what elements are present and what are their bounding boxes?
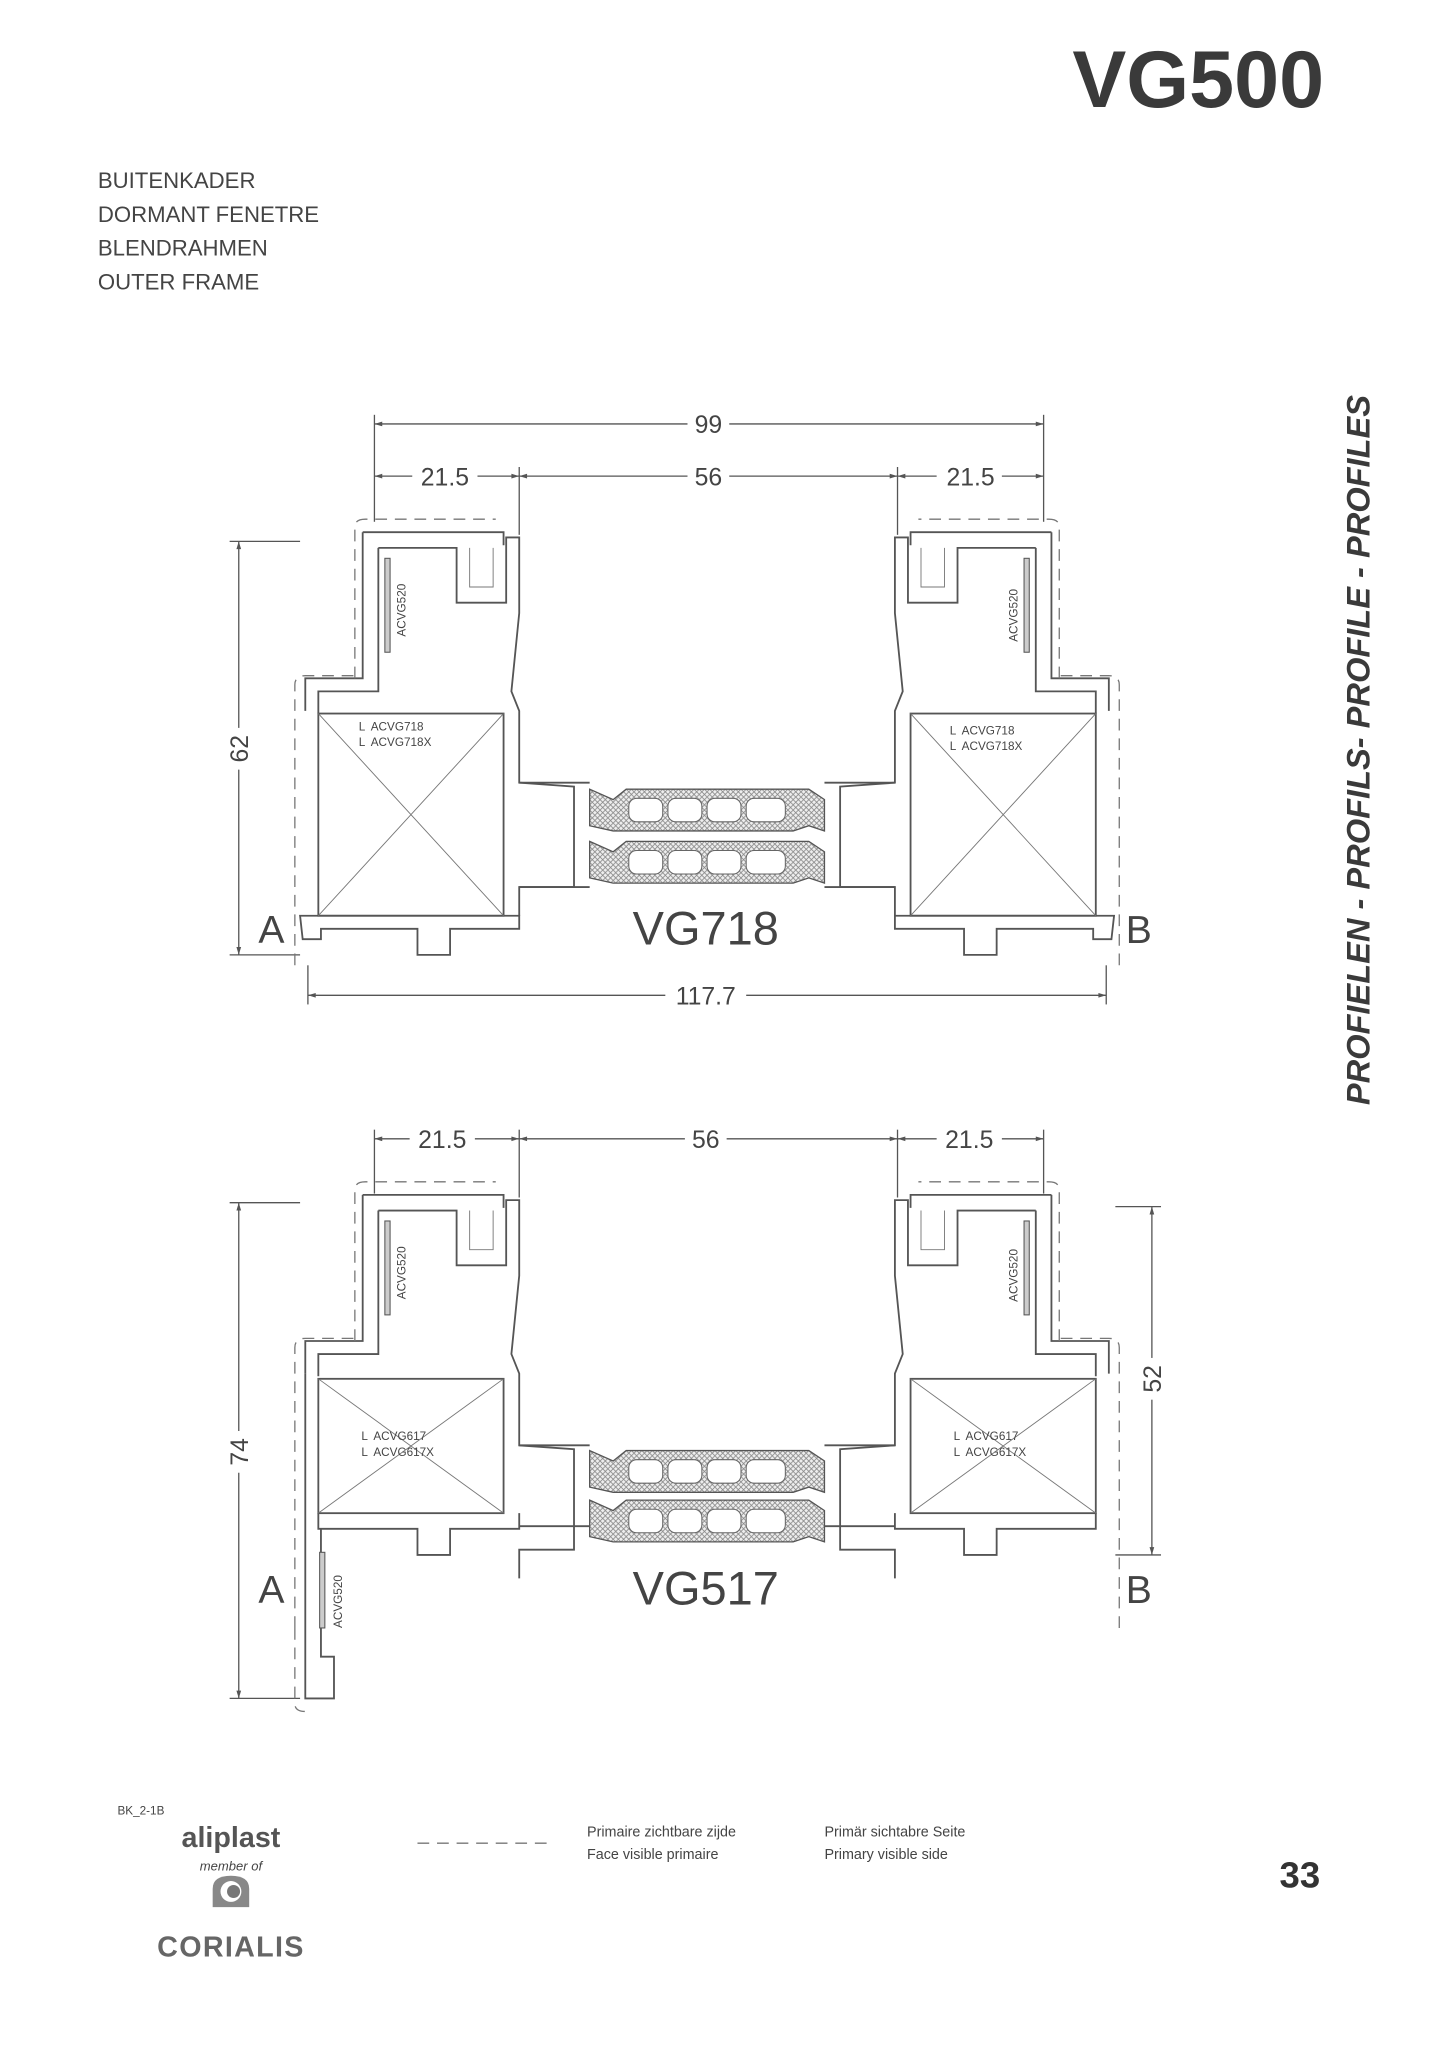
page-title: VG500 bbox=[1072, 35, 1324, 125]
side-section-label: PROFIELEN - PROFILS- PROFILE - PROFILES bbox=[1340, 395, 1377, 1105]
seal-code-left: ACVG520 bbox=[396, 583, 409, 636]
legend-en: Primary visible side bbox=[824, 1847, 947, 1863]
reinforcement-code: L ACVG617X bbox=[954, 1446, 1027, 1459]
legend-fr: Face visible primaire bbox=[587, 1847, 718, 1863]
side-a-label: A bbox=[258, 909, 285, 952]
category-nl: BUITENKADER bbox=[98, 168, 256, 193]
dim-height-right: 52 bbox=[1140, 1365, 1167, 1393]
reinforcement-code: L ACVG718X bbox=[359, 736, 432, 749]
reinforcement-right: L ACVG718 L ACVG718X bbox=[909, 712, 1097, 917]
dim-middle: 56 bbox=[692, 1127, 720, 1154]
reinforcement-code: L ACVG718 bbox=[950, 724, 1015, 737]
category-de: BLENDRAHMEN bbox=[98, 236, 268, 261]
dim-height: 62 bbox=[227, 735, 254, 763]
category-list: BUITENKADER DORMANT FENETRE BLENDRAHMEN … bbox=[98, 168, 319, 295]
dim-right: 21.5 bbox=[945, 1127, 993, 1154]
aliplast-logo: aliplast member of CORIALIS bbox=[157, 1822, 304, 1964]
brand-name: aliplast bbox=[182, 1822, 281, 1854]
reinforcement-code: L ACVG617X bbox=[361, 1446, 434, 1459]
document-code: BK_2-1B bbox=[117, 1805, 164, 1818]
profile-name: VG517 bbox=[633, 1561, 779, 1614]
reinforcement-code: L ACVG617 bbox=[954, 1430, 1019, 1443]
side-b-label: B bbox=[1126, 1569, 1152, 1612]
legend-de: Primär sichtabre Seite bbox=[824, 1825, 965, 1841]
reinforcement-right: L ACVG617 L ACVG617X bbox=[909, 1377, 1097, 1515]
category-fr: DORMANT FENETRE bbox=[98, 202, 319, 227]
dim-overall-bottom: 117.7 bbox=[676, 983, 736, 1010]
category-en: OUTER FRAME bbox=[98, 270, 259, 295]
seal-code-bottom: ACVG520 bbox=[332, 1575, 345, 1628]
drawing-vg718: 99 21.5 56 21.5 62 L ACVG718 L ACVG718X … bbox=[224, 409, 1152, 1010]
page-number: 33 bbox=[1280, 1855, 1321, 1896]
dim-right: 21.5 bbox=[946, 464, 994, 491]
legend-nl: Primaire zichtbare zijde bbox=[587, 1825, 736, 1841]
reinforcement-left: L ACVG617 L ACVG617X bbox=[317, 1377, 505, 1515]
group-name: CORIALIS bbox=[157, 1932, 304, 1964]
dim-height-left: 74 bbox=[227, 1438, 254, 1466]
dim-left: 21.5 bbox=[421, 464, 469, 491]
side-b-label: B bbox=[1126, 909, 1152, 952]
seal-code-right: ACVG520 bbox=[1008, 588, 1021, 641]
reinforcement-code: L ACVG718X bbox=[950, 740, 1023, 753]
dim-middle: 56 bbox=[695, 464, 723, 491]
seal-code-right: ACVG520 bbox=[1008, 1249, 1021, 1302]
seal-code-left: ACVG520 bbox=[396, 1246, 409, 1299]
dim-overall-top: 99 bbox=[695, 412, 723, 439]
dim-left: 21.5 bbox=[418, 1127, 466, 1154]
reinforcement-left: L ACVG718 L ACVG718X bbox=[317, 712, 505, 917]
member-of-text: member of bbox=[200, 1859, 264, 1874]
drawing-vg517: 21.5 56 21.5 74 52 L ACVG617 L ACVG617X bbox=[224, 1124, 1167, 1713]
reinforcement-code: L ACVG718 bbox=[359, 720, 424, 733]
profile-name: VG718 bbox=[633, 901, 779, 954]
reinforcement-code: L ACVG617 bbox=[361, 1430, 426, 1443]
side-a-label: A bbox=[258, 1569, 285, 1612]
